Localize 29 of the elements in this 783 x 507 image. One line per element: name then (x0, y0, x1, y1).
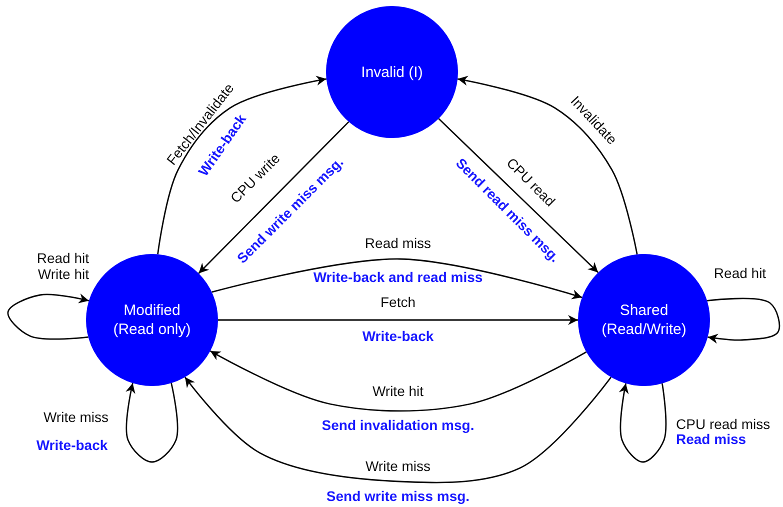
state-name: Modified (Read only) (112, 301, 192, 339)
arrow (218, 315, 578, 325)
arrow (157, 76, 326, 254)
self-loop-arrow (707, 298, 780, 344)
edge-label: Write hit (372, 383, 424, 399)
edge-label: Write miss (365, 458, 431, 474)
edge-label: Read hit Write hit (36, 250, 89, 282)
arrow (210, 350, 587, 412)
edge-label: Read hit (714, 265, 766, 281)
action-label: Write-back (36, 437, 108, 453)
state-name: Shared (Read/Write) (600, 301, 688, 339)
state-name: Invalid (I) (360, 62, 424, 82)
self-loop-arrow (618, 383, 667, 463)
edge-label: Fetch (380, 294, 416, 310)
self-loop-arrow (7, 294, 90, 340)
edge-label: Write miss (43, 409, 109, 425)
action-label: Send write miss msg. (326, 488, 470, 504)
arrow (438, 118, 599, 274)
action-label: Send invalidation msg. (322, 417, 474, 433)
arrow (212, 258, 582, 300)
edge-label: Read miss (364, 235, 432, 251)
self-loop-arrow (126, 382, 178, 463)
action-label: Read miss (676, 431, 746, 447)
action-label: Write-back and read miss (313, 269, 483, 285)
arrow (198, 121, 350, 274)
arrow (458, 76, 638, 254)
edge-label: CPU read miss (676, 416, 770, 432)
action-label: Write-back (362, 328, 434, 344)
arrow (184, 376, 612, 484)
